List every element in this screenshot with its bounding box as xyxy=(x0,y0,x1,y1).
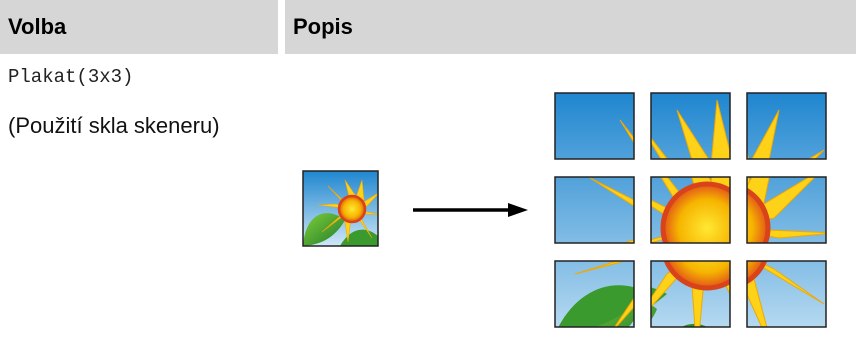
right-arrow-icon xyxy=(413,203,528,217)
poster-tile-borders xyxy=(554,92,827,328)
column-header-option: Volba xyxy=(0,0,278,54)
option-note: (Použití skla skeneru) xyxy=(8,113,220,138)
sunflower-original-image xyxy=(303,171,378,246)
column-header-description: Popis xyxy=(285,0,856,54)
table-header-row: Volba Popis xyxy=(0,0,856,54)
option-code: Plakat(3x3) xyxy=(8,66,134,88)
